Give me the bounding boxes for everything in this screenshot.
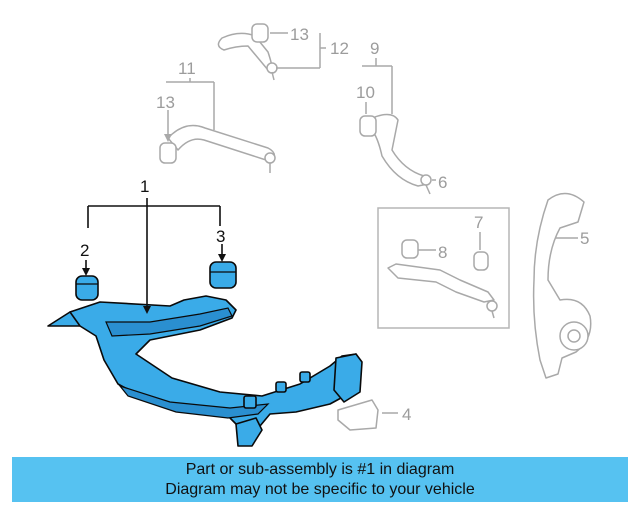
steering-knuckle-5	[532, 192, 592, 379]
callout-13-top: 13	[290, 25, 309, 44]
upper-arm-11	[159, 78, 276, 173]
banner-line-2: Diagram may not be specific to your vehi…	[165, 480, 475, 498]
callout-10: 10	[356, 83, 375, 102]
upper-arm-9	[359, 58, 436, 195]
callout-1: 1	[140, 177, 149, 196]
callout-4: 4	[402, 405, 411, 424]
callout-12: 12	[330, 39, 349, 58]
parts-diagram: 13 12 11 13 9 10 6 7 8	[47, 23, 592, 447]
subframe-highlighted-1	[47, 295, 363, 447]
leader-lines-1-2-3	[82, 198, 226, 314]
callout-3: 3	[216, 227, 225, 246]
callout-7: 7	[474, 213, 483, 232]
info-banner: Part or sub-assembly is #1 in diagram Di…	[12, 457, 628, 502]
bushing-3	[209, 261, 237, 289]
lower-arm-box-6	[377, 207, 510, 329]
callout-13-left: 13	[156, 93, 175, 112]
bracket-4	[337, 399, 398, 431]
callout-8: 8	[438, 243, 447, 262]
callout-2: 2	[80, 241, 89, 260]
bushing-2	[75, 275, 99, 301]
banner-line-1: Part or sub-assembly is #1 in diagram	[185, 460, 455, 478]
callout-9: 9	[370, 39, 379, 58]
callout-5: 5	[580, 229, 589, 248]
callout-6: 6	[438, 173, 447, 192]
callout-11: 11	[178, 59, 196, 78]
upper-link-13-12	[217, 23, 326, 81]
